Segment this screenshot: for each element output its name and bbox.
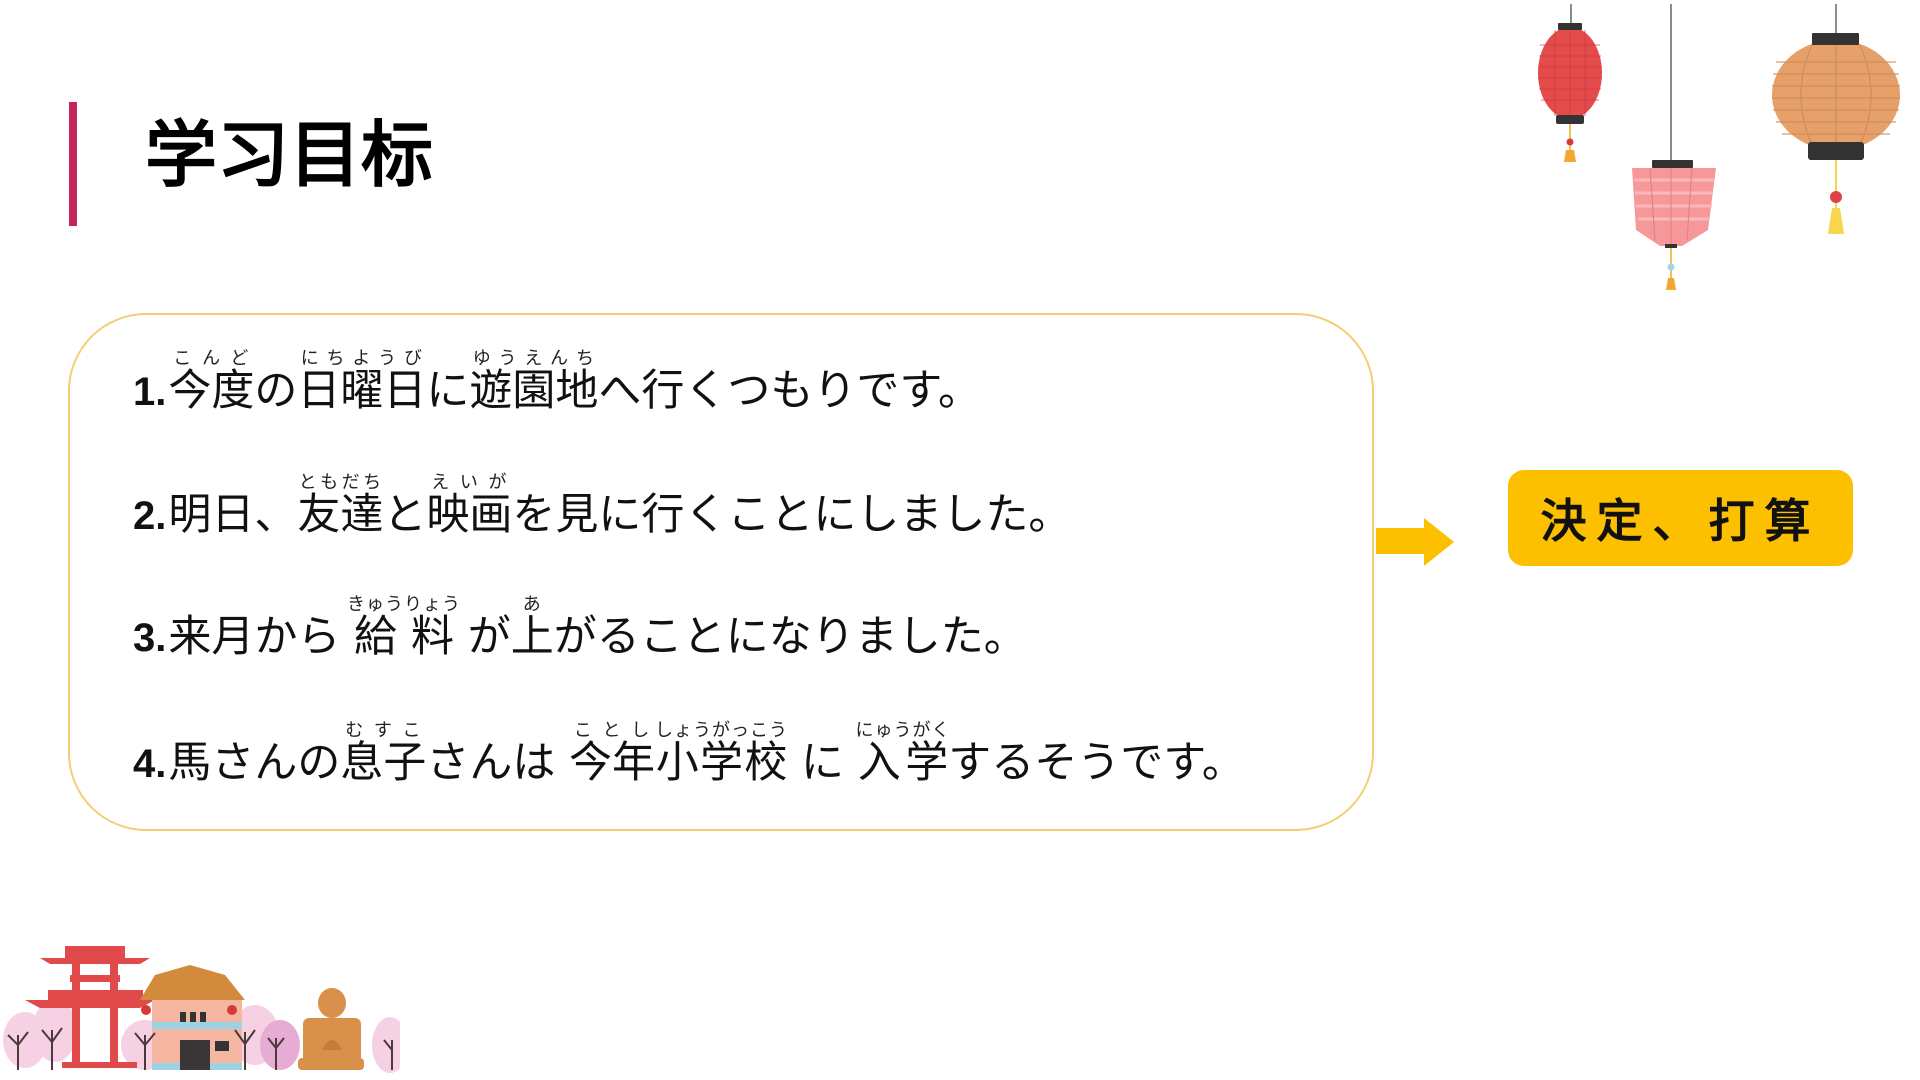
sentence-text: が bbox=[454, 612, 511, 662]
furigana-word: 上あ bbox=[510, 594, 554, 662]
red-lantern-icon bbox=[1538, 4, 1602, 162]
sentence-number: 1. bbox=[133, 370, 167, 414]
furigana-word: 今度こんど bbox=[168, 348, 255, 416]
sentence-number: 2. bbox=[133, 494, 167, 538]
sentence-4: 4.馬さんの息子むすこさんは 今年ことし小学校しょうがっこう に 入学にゅうがく… bbox=[133, 720, 1245, 800]
sentence-2: 2.明日、友達ともだちと映画えいがを見に行くことにしました。 bbox=[133, 472, 1071, 552]
sentence-number: 3. bbox=[133, 616, 167, 660]
furigana-word: 映画えいが bbox=[426, 472, 513, 540]
sentence-text: の bbox=[254, 366, 298, 416]
furigana-word: 入学にゅうがく bbox=[855, 720, 951, 788]
title-accent-bar bbox=[69, 102, 77, 226]
sentence-text: がることになりました。 bbox=[553, 612, 1027, 662]
sentence-text: に bbox=[426, 366, 470, 416]
answer-badge: 決定、打算 bbox=[1508, 470, 1853, 566]
hanging-lanterns-icon bbox=[1538, 4, 1900, 290]
page-title: 学习目标 bbox=[145, 113, 434, 197]
furigana-word: 給料きゅうりょう bbox=[347, 594, 462, 662]
answer-label: 決定、打算 bbox=[1540, 494, 1821, 548]
furigana-word: 今年ことし bbox=[569, 720, 656, 788]
sentence-text: 来月から bbox=[168, 612, 355, 662]
sentence-number: 4. bbox=[133, 742, 167, 786]
buddha-statue-icon bbox=[298, 988, 364, 1070]
sentence-card bbox=[68, 313, 1374, 831]
temple-scene-icon bbox=[3, 946, 400, 1073]
furigana-word: 息子むすこ bbox=[340, 720, 427, 788]
furigana-word: 友達ともだち bbox=[297, 472, 384, 540]
sentence-text: 馬さんの bbox=[168, 738, 341, 788]
arrow-right-icon bbox=[1376, 518, 1454, 566]
orange-lantern-icon bbox=[1772, 4, 1900, 234]
sentence-text: するそうです。 bbox=[948, 738, 1245, 788]
sentence-text: さんは bbox=[426, 738, 570, 788]
sentence-text: と bbox=[383, 490, 427, 540]
pink-lantern-icon bbox=[1632, 4, 1716, 290]
furigana-word: 小学校しょうがっこう bbox=[655, 720, 789, 788]
furigana-word: 日曜日にちようび bbox=[297, 348, 427, 416]
sentence-text: を見に行くことにしました。 bbox=[512, 490, 1072, 540]
sentence-text: に bbox=[787, 738, 858, 788]
house-icon bbox=[140, 965, 245, 1070]
sentence-text: へ行くつもりです。 bbox=[598, 366, 982, 416]
sentence-1: 1.今度こんどの日曜日にちようびに遊園地ゆうえんちへ行くつもりです。 bbox=[133, 348, 981, 428]
sentence-3: 3.来月から 給料きゅうりょう が上あがることになりました。 bbox=[133, 594, 1027, 674]
sentence-text: 明日、 bbox=[168, 490, 298, 540]
pagoda-gate-icon bbox=[25, 946, 155, 1068]
furigana-word: 遊園地ゆうえんち bbox=[469, 348, 599, 416]
